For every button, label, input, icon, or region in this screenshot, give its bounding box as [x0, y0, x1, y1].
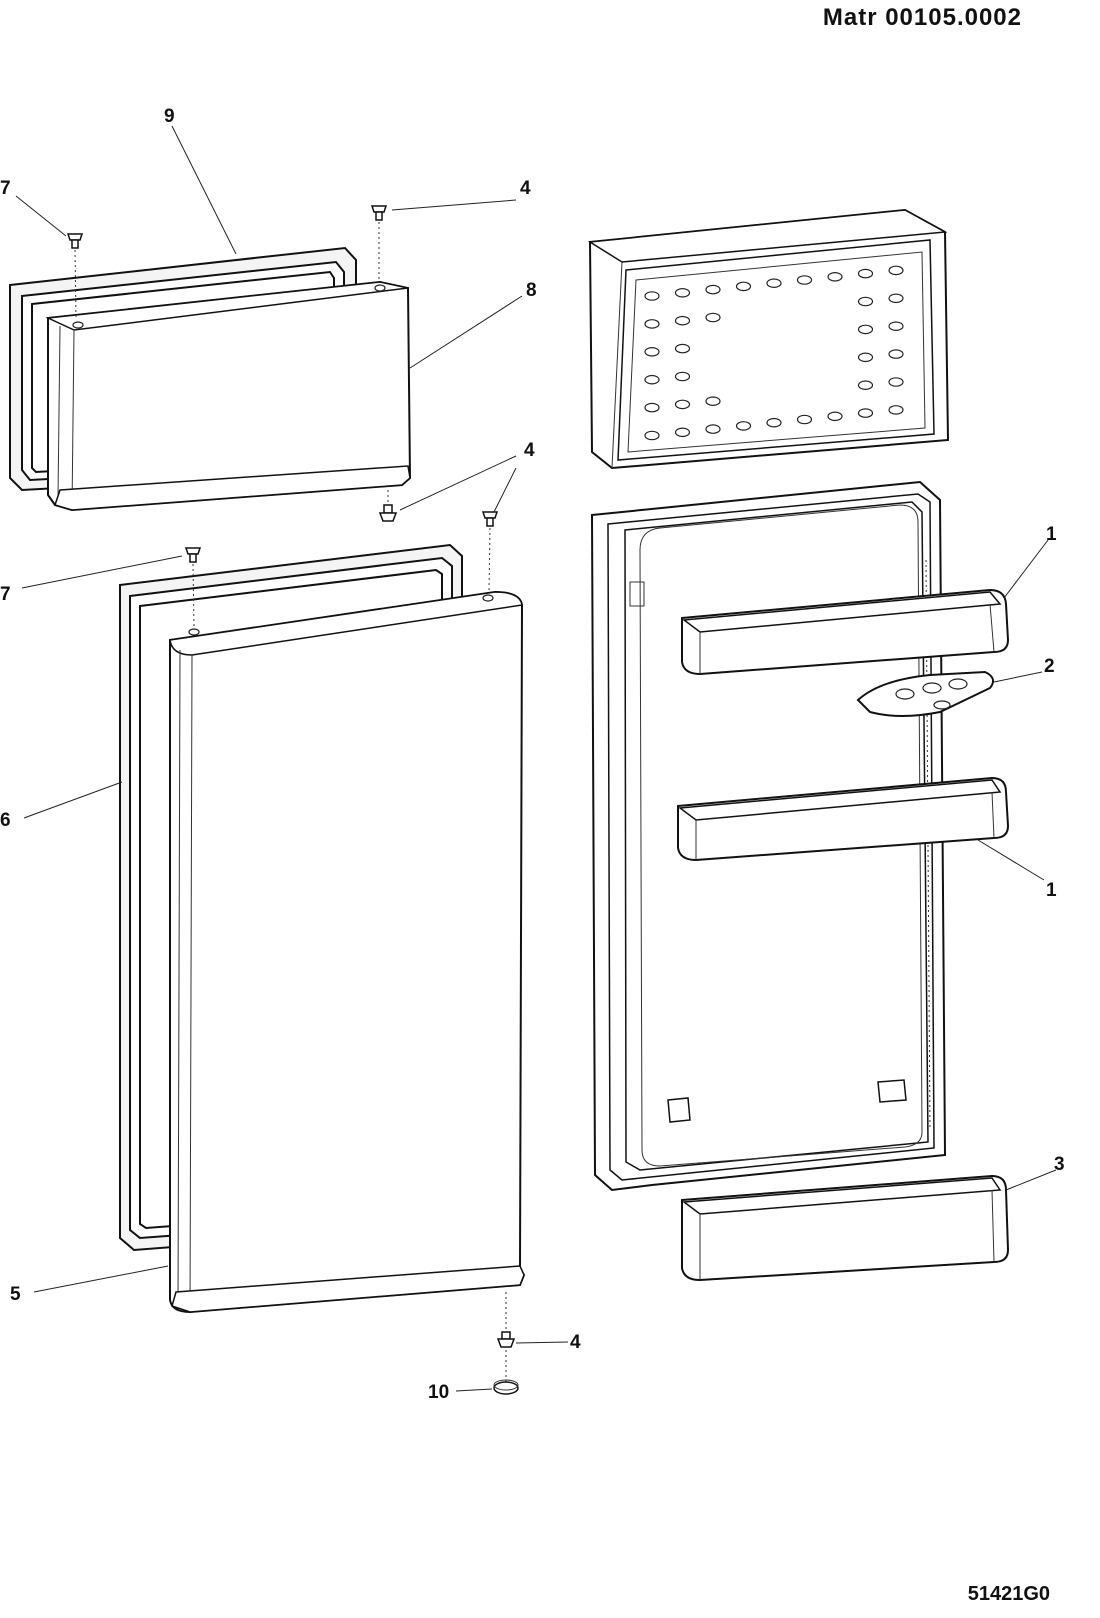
dimple: [674, 371, 691, 382]
dimple: [857, 296, 874, 307]
pin-7-top: [66, 233, 84, 319]
dimple: [766, 417, 782, 428]
dimple: [796, 275, 813, 285]
dimple: [857, 324, 874, 335]
dimple: [674, 399, 691, 410]
dimple: [888, 321, 904, 331]
dimple: [705, 284, 721, 295]
callout-7-lower: 7: [0, 584, 11, 605]
egg-tray: [856, 670, 995, 717]
dimple: [644, 402, 660, 413]
dimple: [705, 312, 721, 323]
dimple: [644, 374, 660, 385]
dimple: [644, 430, 660, 441]
dimple: [674, 427, 691, 438]
cap-10: [493, 1350, 519, 1395]
dimple: [888, 405, 904, 415]
callout-5: 5: [10, 1284, 21, 1305]
dimple: [857, 380, 874, 390]
material-number: Matr 00105.0002: [822, 4, 1022, 31]
callout-4-middle: 4: [524, 440, 535, 461]
dimple: [766, 278, 782, 288]
door-shelf-lower: [677, 776, 1010, 862]
dimple: [827, 271, 843, 282]
freezer-liner-dimples: [644, 265, 904, 441]
dimple: [705, 424, 721, 434]
dimple: [827, 411, 843, 422]
screw-4-fridge-bottom: [496, 1292, 516, 1348]
callout-4-top: 4: [520, 178, 531, 199]
dimple: [735, 421, 752, 431]
screw-4-fridge-top: [481, 511, 499, 593]
callout-1-upper: 1: [1046, 524, 1057, 545]
callout-4-bottom: 4: [570, 1332, 581, 1353]
dimple: [857, 352, 874, 363]
dimple: [705, 396, 721, 406]
callout-1-lower: 1: [1046, 880, 1057, 901]
dimple: [674, 343, 691, 354]
dimple: [796, 414, 813, 425]
dimple: [674, 287, 691, 298]
screw-4-freezer-bottom: [378, 485, 398, 522]
dimple: [674, 315, 691, 326]
pin-7-fridge-top: [184, 547, 202, 627]
dimple: [857, 408, 874, 418]
screw-4-top: [370, 205, 388, 282]
callout-2: 2: [1044, 656, 1055, 677]
freezer-door-liner: [587, 208, 950, 470]
dimple: [735, 281, 752, 292]
leader-lines: [15, 125, 1057, 1392]
dimple: [644, 319, 660, 329]
dimple: [888, 265, 904, 276]
callout-7-top: 7: [0, 178, 11, 199]
door-shelf-upper: [681, 588, 1010, 676]
callout-6: 6: [0, 810, 11, 831]
callout-3: 3: [1054, 1154, 1065, 1175]
dimple: [644, 346, 660, 357]
bottle-shelf: [681, 1174, 1010, 1282]
dimple: [888, 349, 904, 359]
freezer-door: [45, 280, 412, 512]
dimple: [857, 268, 874, 279]
callout-10: 10: [428, 1382, 449, 1403]
dimple: [888, 293, 904, 304]
fridge-door: [169, 590, 526, 1314]
dimple: [888, 377, 904, 387]
dimple: [644, 291, 660, 301]
drawing-code: 51421G0: [967, 1583, 1050, 1605]
callout-9: 9: [164, 106, 175, 127]
callout-8: 8: [526, 280, 537, 301]
